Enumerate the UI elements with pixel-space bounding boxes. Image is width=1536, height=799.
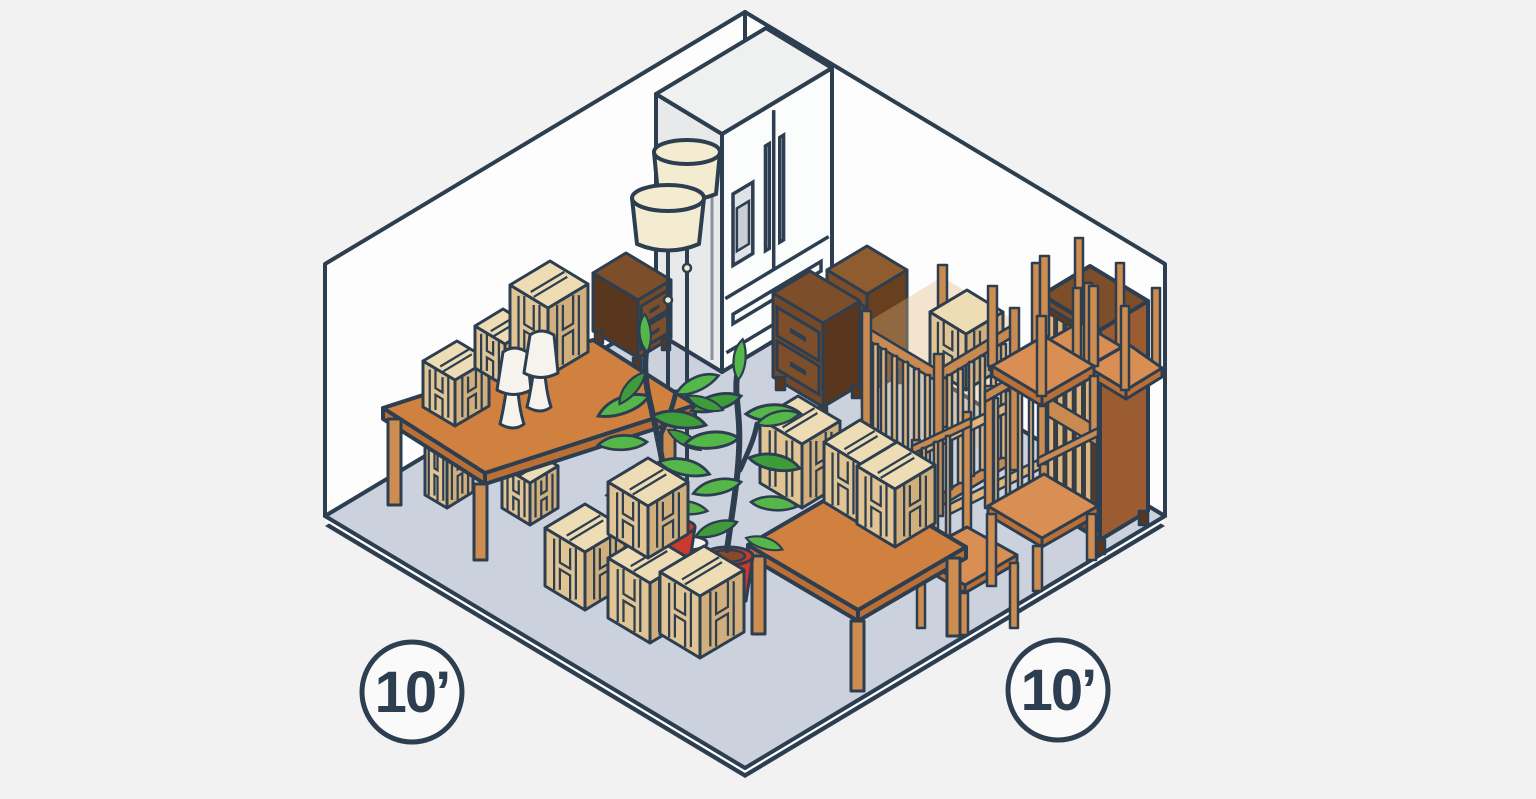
- lamp-knob: [662, 294, 674, 306]
- left-table-cluster: [383, 261, 695, 560]
- moving-box: [660, 546, 744, 658]
- dimension-text: 10’: [375, 660, 450, 725]
- fridge-door-handle: [780, 135, 784, 242]
- refrigerator: [656, 28, 832, 372]
- dimension-label-right: 10’: [1005, 637, 1111, 743]
- nightstand-dark: [773, 271, 861, 420]
- plant-stem: [724, 373, 743, 553]
- dimension-circle: [359, 639, 465, 745]
- fridge-door-handle: [765, 144, 769, 251]
- dimension-text: 10’: [1021, 658, 1096, 723]
- inverted-chair: [986, 254, 1100, 468]
- dimension-circle: [1005, 637, 1111, 743]
- dimension-label-left: 10’: [359, 639, 465, 745]
- lamp-knob: [681, 262, 693, 274]
- table-lamp-front: [495, 346, 533, 430]
- right-table: [746, 480, 968, 693]
- table-lamp-back: [522, 329, 560, 413]
- chair-stack: [983, 254, 1100, 593]
- moving-box: [608, 458, 688, 558]
- moving-box: [510, 261, 588, 376]
- lamp-shade: [522, 329, 560, 379]
- inverted-chair-on-cabinet: [1082, 281, 1164, 401]
- moving-box: [857, 442, 935, 547]
